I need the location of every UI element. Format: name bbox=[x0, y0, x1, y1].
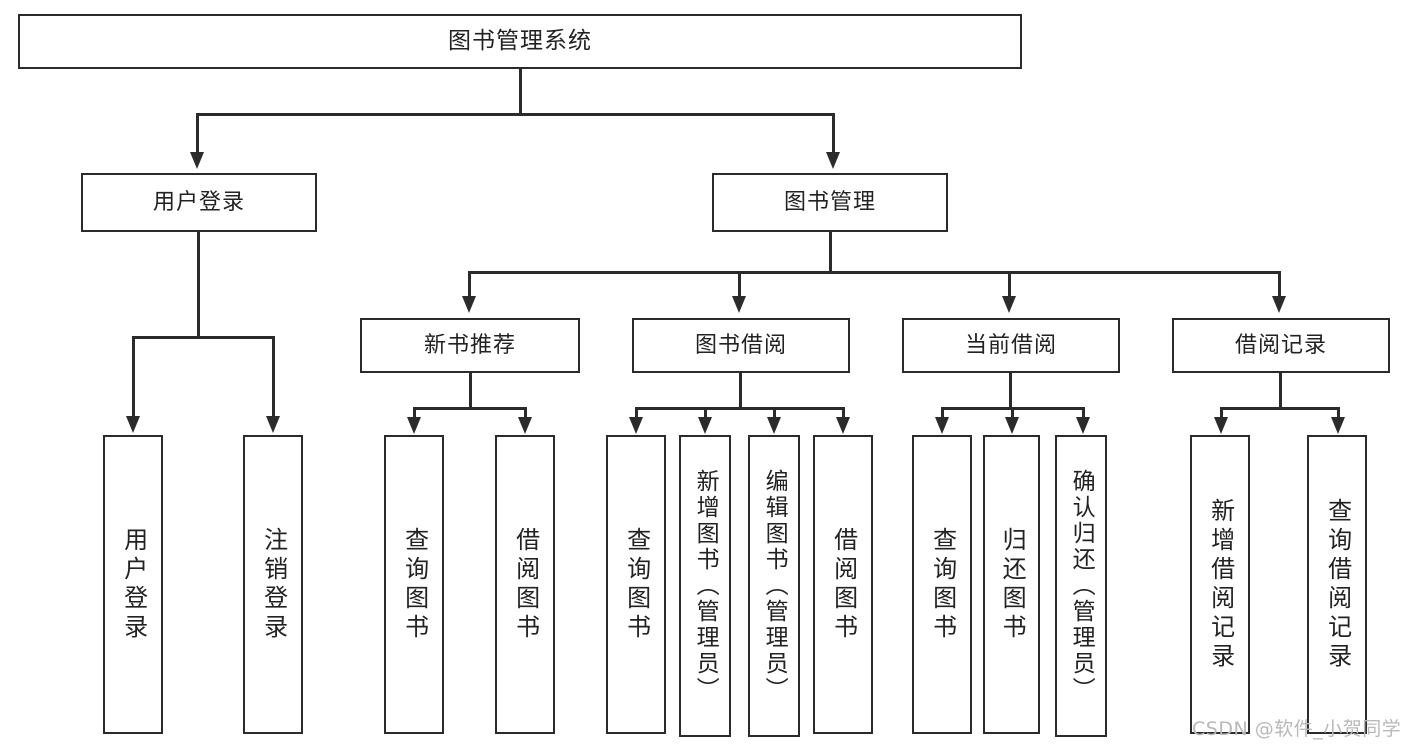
connector-root-to-book-management bbox=[832, 113, 835, 153]
connector-bm-to-current-borrow bbox=[1008, 271, 1011, 297]
leaf-bb-query-book[interactable]: 查询图书 bbox=[606, 435, 666, 734]
arrowhead-br-add-record bbox=[1214, 417, 1228, 434]
connector-user-login-fan-bar bbox=[132, 336, 274, 339]
connector-br-to-leaf-2 bbox=[1337, 407, 1340, 419]
leaf-cb-query-book[interactable]: 查询图书 bbox=[912, 435, 972, 734]
arrowhead-bb-add-book bbox=[698, 417, 712, 434]
connector-bb-stem bbox=[739, 373, 742, 408]
arrowhead-bb-query-book bbox=[629, 417, 643, 434]
arrowhead-bb-edit-book bbox=[767, 417, 781, 434]
leaf-logout[interactable]: 注销登录 bbox=[243, 435, 303, 734]
node-label: 查询图书 bbox=[622, 526, 651, 643]
connector-cb-to-leaf-2 bbox=[1011, 407, 1014, 419]
leaf-nbr-borrow-book[interactable]: 借阅图书 bbox=[495, 435, 555, 734]
node-label: 查询借阅记录 bbox=[1323, 497, 1352, 672]
connector-cb-to-leaf-1 bbox=[941, 407, 944, 419]
connector-root-fan-bar bbox=[196, 113, 834, 116]
connector-bm-to-book-borrow bbox=[738, 271, 741, 297]
node-label: 注销登录 bbox=[259, 526, 288, 643]
arrowhead-book-borrow bbox=[732, 296, 746, 313]
connector-bb-fan-bar bbox=[635, 407, 844, 410]
arrowhead-user-login bbox=[190, 152, 204, 169]
connector-user-login-to-leaf-1 bbox=[132, 336, 135, 418]
arrowhead-leaf-logout bbox=[266, 416, 280, 433]
arrowhead-current-borrow bbox=[1002, 296, 1016, 313]
node-label: 编辑图书（管理员） bbox=[761, 469, 788, 703]
node-user-login[interactable]: 用户登录 bbox=[81, 173, 317, 232]
arrowhead-leaf-user-login bbox=[126, 416, 140, 433]
connector-nbr-stem bbox=[469, 373, 472, 408]
connector-bb-to-leaf-1 bbox=[635, 407, 638, 419]
connector-user-login-to-leaf-2 bbox=[272, 336, 275, 418]
node-new-book-recommend[interactable]: 新书推荐 bbox=[360, 318, 580, 373]
arrowhead-new-book-recommend bbox=[462, 296, 476, 313]
leaf-br-query-record[interactable]: 查询借阅记录 bbox=[1307, 435, 1367, 734]
node-borrow-record[interactable]: 借阅记录 bbox=[1172, 318, 1390, 373]
leaf-cb-return-book[interactable]: 归还图书 bbox=[983, 435, 1040, 734]
connector-cb-stem bbox=[1009, 373, 1012, 408]
node-book-management[interactable]: 图书管理 bbox=[712, 173, 948, 232]
node-label: 新增图书（管理员） bbox=[692, 469, 719, 703]
connector-bm-to-new-book bbox=[468, 271, 471, 297]
arrowhead-nbr-query-book bbox=[407, 417, 421, 434]
connector-user-login-stem bbox=[197, 232, 200, 336]
connector-bb-to-leaf-2 bbox=[704, 407, 707, 419]
node-label: 图书管理 bbox=[783, 189, 876, 215]
leaf-bb-edit-book[interactable]: 编辑图书（管理员） bbox=[748, 435, 800, 737]
connector-cb-to-leaf-3 bbox=[1082, 407, 1085, 419]
connector-bb-to-leaf-4 bbox=[842, 407, 845, 419]
node-label: 归还图书 bbox=[998, 526, 1027, 643]
node-label: 图书借阅 bbox=[694, 332, 787, 358]
connector-br-fan-bar bbox=[1220, 407, 1338, 410]
arrowhead-cb-confirm-return bbox=[1076, 417, 1090, 434]
connector-bm-to-borrow-record bbox=[1278, 271, 1281, 297]
connector-root-to-user-login bbox=[196, 113, 199, 153]
node-label: 查询图书 bbox=[928, 526, 957, 643]
node-label: 用户登录 bbox=[152, 189, 245, 215]
connector-book-management-fan-bar bbox=[468, 271, 1280, 274]
node-label: 查询图书 bbox=[400, 526, 429, 643]
arrowhead-bb-borrow-book bbox=[836, 417, 850, 434]
node-label: 确认归还（管理员） bbox=[1068, 469, 1095, 703]
arrowhead-nbr-borrow-book bbox=[518, 417, 532, 434]
leaf-cb-confirm-return[interactable]: 确认归还（管理员） bbox=[1055, 435, 1107, 737]
node-book-management-system[interactable]: 图书管理系统 bbox=[18, 14, 1022, 69]
connector-book-management-stem bbox=[829, 232, 832, 272]
connector-root-stem bbox=[519, 69, 522, 114]
node-label: 新增借阅记录 bbox=[1206, 497, 1235, 672]
arrowhead-borrow-record bbox=[1272, 296, 1286, 313]
arrowhead-br-query-record bbox=[1331, 417, 1345, 434]
connector-nbr-to-leaf-2 bbox=[524, 407, 527, 419]
connector-nbr-to-leaf-1 bbox=[413, 407, 416, 419]
arrowhead-cb-query-book bbox=[935, 417, 949, 434]
node-book-borrow[interactable]: 图书借阅 bbox=[632, 318, 850, 373]
node-label: 借阅图书 bbox=[829, 526, 858, 643]
arrowhead-book-management bbox=[826, 152, 840, 169]
leaf-bb-borrow-book[interactable]: 借阅图书 bbox=[813, 435, 873, 734]
node-label: 用户登录 bbox=[119, 526, 148, 643]
leaf-nbr-query-book[interactable]: 查询图书 bbox=[384, 435, 444, 734]
node-label: 新书推荐 bbox=[423, 332, 516, 358]
leaf-br-add-record[interactable]: 新增借阅记录 bbox=[1190, 435, 1250, 734]
node-label: 借阅图书 bbox=[511, 526, 540, 643]
connector-bb-to-leaf-3 bbox=[773, 407, 776, 419]
connector-br-stem bbox=[1279, 373, 1282, 408]
node-label: 图书管理系统 bbox=[448, 27, 592, 54]
node-current-borrow[interactable]: 当前借阅 bbox=[902, 318, 1120, 373]
node-label: 借阅记录 bbox=[1234, 332, 1327, 358]
arrowhead-cb-return-book bbox=[1005, 417, 1019, 434]
leaf-bb-add-book[interactable]: 新增图书（管理员） bbox=[679, 435, 731, 737]
node-label: 当前借阅 bbox=[964, 332, 1057, 358]
leaf-user-login[interactable]: 用户登录 bbox=[103, 435, 163, 734]
connector-br-to-leaf-1 bbox=[1220, 407, 1223, 419]
connector-nbr-fan-bar bbox=[413, 407, 525, 410]
